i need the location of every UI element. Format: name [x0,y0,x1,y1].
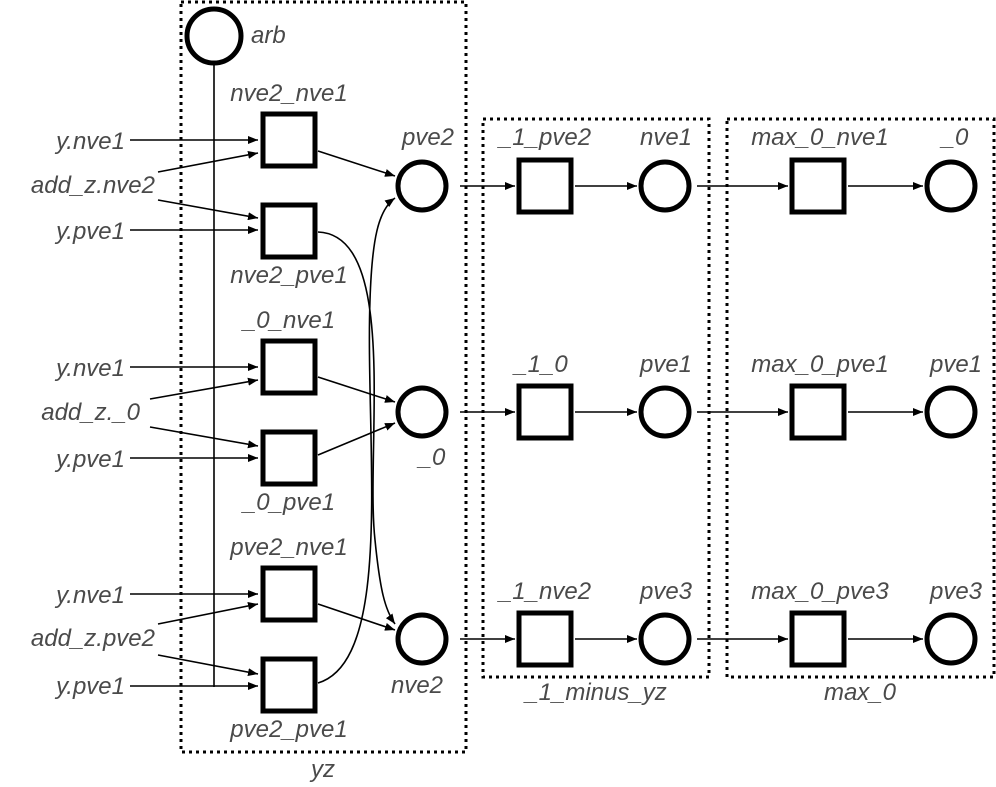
label-1-0: _1_0 [512,351,568,378]
edge-addz-pve2-up [157,602,259,625]
label-pve2: pve2 [401,124,454,151]
cluster-one-minus-yz-frame [481,117,711,679]
cluster-label-yz: yz [309,756,335,783]
node-0 [395,385,449,439]
input-label-add-z-0: add_z._0 [41,399,140,426]
label-0: _0 [417,444,446,471]
node-nve2-pve1 [260,202,318,260]
node-1-0 [516,383,574,441]
edge-0nve1-to-0 [317,376,396,403]
label-pve1-out: pve1 [639,351,692,378]
node-result-pve1 [924,385,978,439]
edge-addz-0-up [149,377,259,400]
node-pve1-out [638,385,692,439]
label-0-pve1: _0_pve1 [241,489,335,516]
edge-pve2nve1-to-nve2 [317,603,396,631]
label-arb: arb [251,22,286,49]
label-max-0-pve1: max_0_pve1 [751,351,888,378]
node-max-0-pve3 [789,610,847,668]
input-label-y-nve1-1: y.nve1 [54,128,125,155]
node-pve2-pve1 [260,656,318,714]
node-pve3-out [638,612,692,666]
edge-nve2nve1-to-pve2 [317,150,396,177]
edge-0pve1-to-0 [317,422,396,456]
label-nve1-out: nve1 [640,124,692,151]
input-label-y-pve1-1: y.pve1 [54,218,125,245]
label-pve3-out: pve3 [639,578,693,605]
label-pve2-nve1: pve2_nve1 [229,534,347,561]
label-result-pve1: pve1 [929,351,982,378]
edge-addz-nve2-down [157,199,259,221]
input-label-y-nve1-3: y.nve1 [54,582,125,609]
label-0-nve1: _0_nve1 [241,307,335,334]
node-arb [184,6,244,66]
label-max-0-nve1: max_0_nve1 [751,124,888,151]
node-1-nve2 [516,610,574,668]
cluster-yz-frame [179,0,468,754]
input-label-y-pve1-3: y.pve1 [54,673,125,700]
node-nve2-nve1 [260,111,318,169]
node-nve1-out [638,159,692,213]
node-0-nve1 [260,338,318,396]
edge-pve2pve1-to-pve2 [317,197,396,684]
label-result-pve3: pve3 [929,578,983,605]
cluster-max-0-frame [725,117,996,679]
label-max-0-pve3: max_0_pve3 [751,578,889,605]
edge-addz-0-down [149,426,259,449]
node-1-pve2 [516,157,574,215]
edge-addz-pve2-down [157,654,259,677]
node-max-0-pve1 [789,383,847,441]
label-nve2-nve1: nve2_nve1 [230,80,347,107]
input-label-y-nve1-2: y.nve1 [54,355,125,382]
node-result-0 [924,159,978,213]
node-nve2 [395,612,449,666]
node-0-pve1 [260,429,318,487]
cluster-label-max-0: max_0 [824,679,897,706]
label-nve2-pve1: nve2_pve1 [230,262,347,289]
node-max-0-nve1 [789,157,847,215]
input-label-add-z-nve2: add_z.nve2 [31,172,155,199]
edge-nve2pve1-to-nve2 [317,231,396,625]
label-pve2-pve1: pve2_pve1 [229,716,347,743]
node-result-pve3 [924,612,978,666]
node-pve2 [395,159,449,213]
input-label-add-z-pve2: add_z.pve2 [31,625,155,652]
edge-addz-nve2-up [157,150,259,173]
label-1-pve2: _1_pve2 [497,124,591,151]
label-nve2: nve2 [391,672,443,699]
cluster-label-one-minus-yz: _1_minus_yz [523,679,666,706]
label-result-0: _0 [940,124,969,151]
input-label-y-pve1-2: y.pve1 [54,446,125,473]
label-1-nve2: _1_nve2 [497,578,591,605]
node-pve2-nve1 [260,565,318,623]
